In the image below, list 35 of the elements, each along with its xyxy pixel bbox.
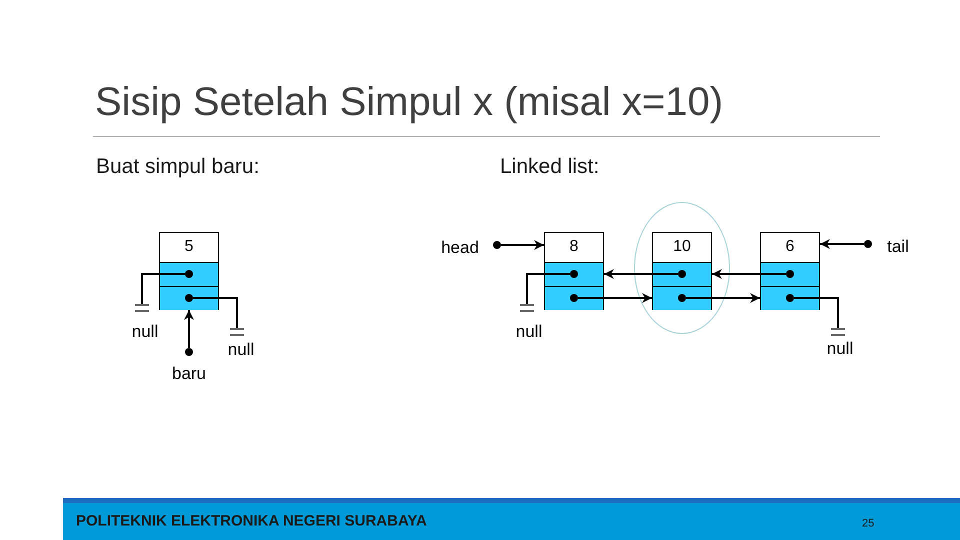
node-value: 10 xyxy=(673,238,691,256)
pointer-label: tail xyxy=(887,237,909,257)
section-heading: Buat simpul baru: xyxy=(96,155,260,180)
list-node-box xyxy=(159,232,219,310)
ground-symbol xyxy=(135,304,149,312)
pointer-arrow xyxy=(501,240,544,250)
list-node-box xyxy=(760,232,820,310)
highlight-ellipse xyxy=(634,202,730,334)
pointer-label: head xyxy=(441,238,479,258)
pointer-arrow xyxy=(604,269,678,279)
ground-symbol xyxy=(230,328,244,336)
pointer-arrow xyxy=(686,293,760,303)
null-label: null xyxy=(228,340,254,360)
pointer-arrow xyxy=(820,239,864,249)
null-label: null xyxy=(826,339,854,359)
pointer-arrow xyxy=(712,269,786,279)
pointer-dot xyxy=(864,240,872,248)
pointer-dot xyxy=(493,241,501,249)
list-node-box xyxy=(652,232,712,310)
list-node-box xyxy=(544,232,604,310)
null-label: null xyxy=(516,322,542,342)
pointer-arrow xyxy=(184,310,194,348)
node-value: 5 xyxy=(184,238,194,256)
pointer-dot xyxy=(185,348,193,356)
null-label: null xyxy=(132,322,158,342)
institution-name: POLITEKNIK ELEKTRONIKA NEGERI SURABAYA xyxy=(76,512,427,530)
node-value: 6 xyxy=(786,238,794,256)
ground-symbol xyxy=(520,304,534,312)
pointer-arrow xyxy=(578,293,652,303)
section-heading: Linked list: xyxy=(500,155,600,180)
page-number: 25 xyxy=(862,518,874,530)
slide-title: Sisip Setelah Simpul x (misal x=10) xyxy=(95,79,724,125)
pointer-label: baru xyxy=(172,364,206,384)
ground-symbol xyxy=(831,328,845,336)
node-value: 8 xyxy=(570,238,578,256)
